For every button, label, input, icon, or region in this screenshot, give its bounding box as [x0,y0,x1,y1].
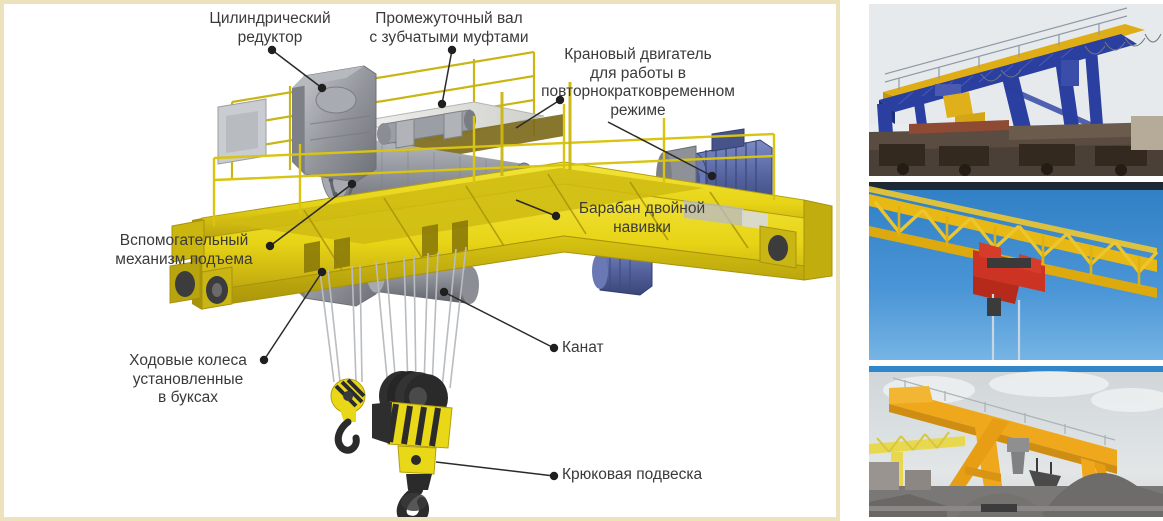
leader-lines [263,49,713,477]
leader-dots [259,45,717,481]
intermediate-shaft [377,109,476,149]
leader-motor-a [515,99,561,129]
control-cabinet [217,98,267,165]
leader-motor-b [607,121,713,177]
wire-ropes [319,246,467,389]
photo-lattice-boom-trolley [869,182,1163,360]
photo-1-image [869,4,1163,176]
callout-label-intermediate-shaft: Промежуточный вал с зубчатыми муфтами [369,10,529,46]
photo-3-image [869,366,1163,517]
travel-wheels [169,225,797,310]
callout-label-rope: Канат [562,339,604,356]
callout-label-rope-drum: Барабан двойной навивки [578,200,706,236]
photo-2-image [869,182,1163,360]
diagram-stage: Цилиндрический редуктор Промежуточный ва… [4,4,836,517]
photo-gantry-crane-gravel [869,366,1163,517]
callout-label-crane-motor: Крановый двигатель для работы в повторно… [541,46,735,119]
crane-trolley-illustration [169,45,833,517]
photo-strip [869,0,1163,521]
callout-label-aux-hoist: Вспомогательный механизм подъема [115,232,253,268]
main-hook-block [372,371,453,517]
trolley-assembly [169,50,833,310]
aux-hook-block [330,378,366,454]
photo-gantry-crane-railcars [869,4,1163,176]
cylindrical-gearbox [292,65,377,183]
callout-label-hook-block: Крюковая подвеска [562,466,703,483]
callout-label-travel-wheels: Ходовые колеса установленные в буксах [129,352,247,406]
diagram-panel: Цилиндрический редуктор Промежуточный ва… [0,0,840,521]
callout-label-reducer: Цилиндрический редуктор [209,10,331,46]
